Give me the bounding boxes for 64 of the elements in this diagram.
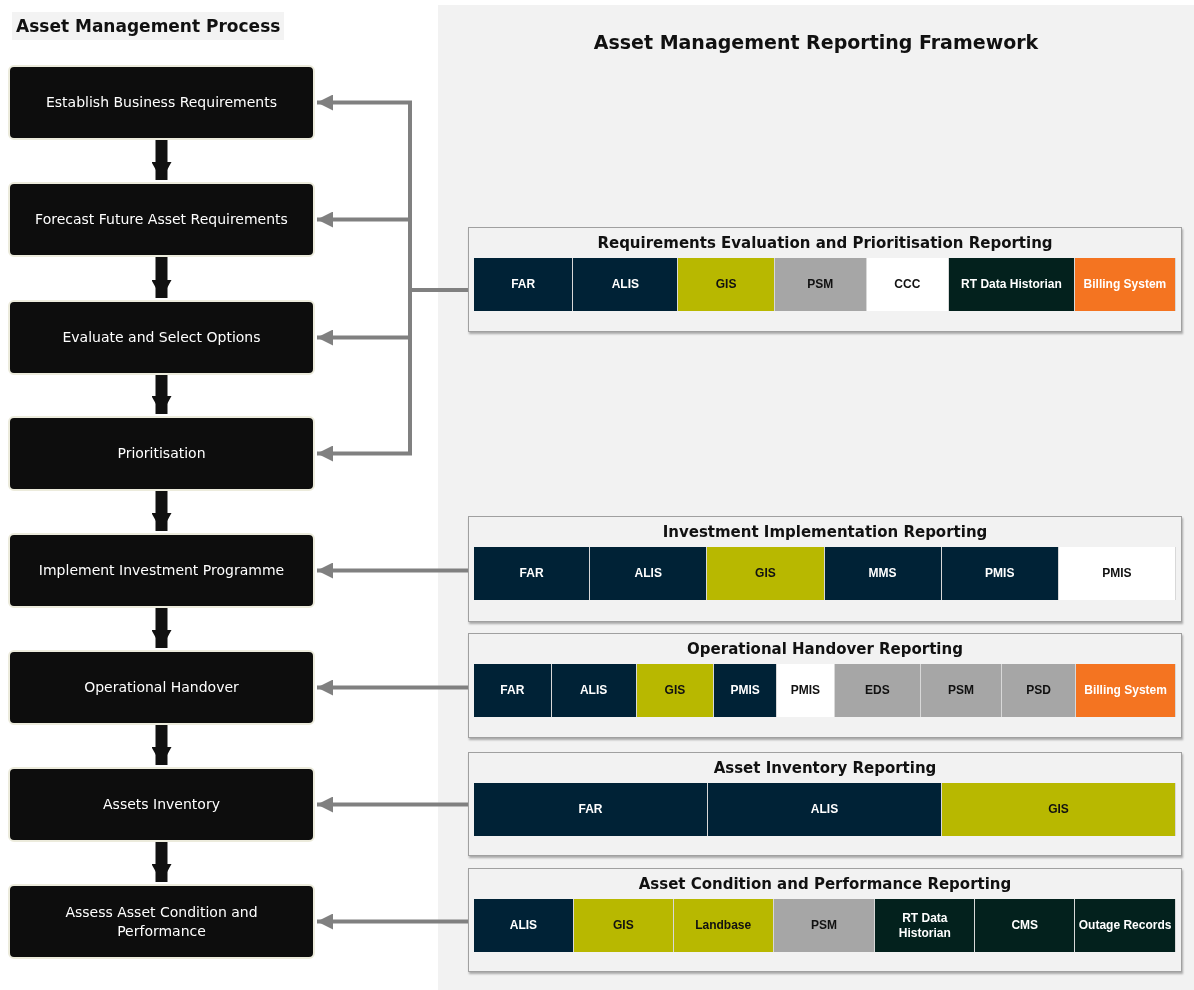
card-heading: Operational Handover Reporting [686,639,964,660]
arrow [317,913,468,930]
system-cell: FAR [474,783,708,836]
system-cell: ALIS [573,258,679,311]
system-cell: RT Data Historian [949,258,1075,311]
system-cell: PSD [1002,664,1077,717]
report-card [468,633,1182,738]
system-cell: Outage Records [1075,899,1176,952]
arrow [151,140,172,180]
arrow [151,725,172,765]
report-card [468,516,1182,622]
process-box: Implement Investment Programme [8,533,315,608]
system-cell: CMS [975,899,1076,952]
card-heading: Investment Implementation Reporting [661,522,989,543]
system-cell: ALIS [551,664,637,717]
arrow [151,257,172,298]
system-cell: Billing System [1076,664,1177,717]
arrow [317,679,468,696]
panel-heading: Asset Management Reporting Framework [592,31,1040,53]
system-cell: GIS [707,547,825,600]
system-cell: GIS [636,664,715,717]
process-box: Prioritisation [8,416,315,491]
system-cell: RT Data Historian [875,899,976,952]
system-cell: PMIS [1058,547,1176,600]
system-cell: PMIS [714,664,777,717]
system-cell: EDS [834,664,921,717]
system-cell: PMIS [776,664,835,717]
process-box: Evaluate and Select Options [8,300,315,375]
system-cell: CCC [866,258,949,311]
arrow [151,491,172,531]
report-card [468,868,1182,972]
process-box: Assess Asset Condition and Performance [8,884,315,959]
card-heading: Asset Inventory Reporting [712,758,938,779]
arrow [151,375,172,414]
card-heading: Requirements Evaluation and Prioritisation Reporting [596,233,1054,254]
system-cell: PSM [773,899,876,952]
arrow [151,842,172,882]
arrow [317,796,468,813]
system-cell: ALIS [708,783,942,836]
process-box: Forecast Future Asset Requirements [8,182,315,257]
arrow [151,608,172,648]
report-card [468,752,1182,856]
system-cell: GIS [573,899,674,952]
arrow [317,562,468,579]
system-cell: FAR [474,258,574,311]
diagram-title: Asset Management Process [12,12,285,40]
card-heading: Asset Condition and Performance Reporting [637,874,1013,895]
system-cell: PSM [920,664,1003,717]
panel-background [438,5,1194,990]
system-cell: PSM [774,258,867,311]
system-cell: Billing System [1074,258,1176,311]
system-cell: MMS [824,547,942,600]
report-card [468,227,1182,332]
system-cell: FAR [474,664,552,717]
system-cell: GIS [678,258,775,311]
system-cell: ALIS [474,899,574,952]
system-cell: PMIS [941,547,1059,600]
process-box: Establish Business Requirements [8,65,315,140]
system-cell: Landbase [673,899,774,952]
system-cell: FAR [474,547,591,600]
system-cell: ALIS [590,547,708,600]
process-box: Assets Inventory [8,767,315,842]
process-box: Operational Handover [8,650,315,725]
system-cell: GIS [942,783,1176,836]
